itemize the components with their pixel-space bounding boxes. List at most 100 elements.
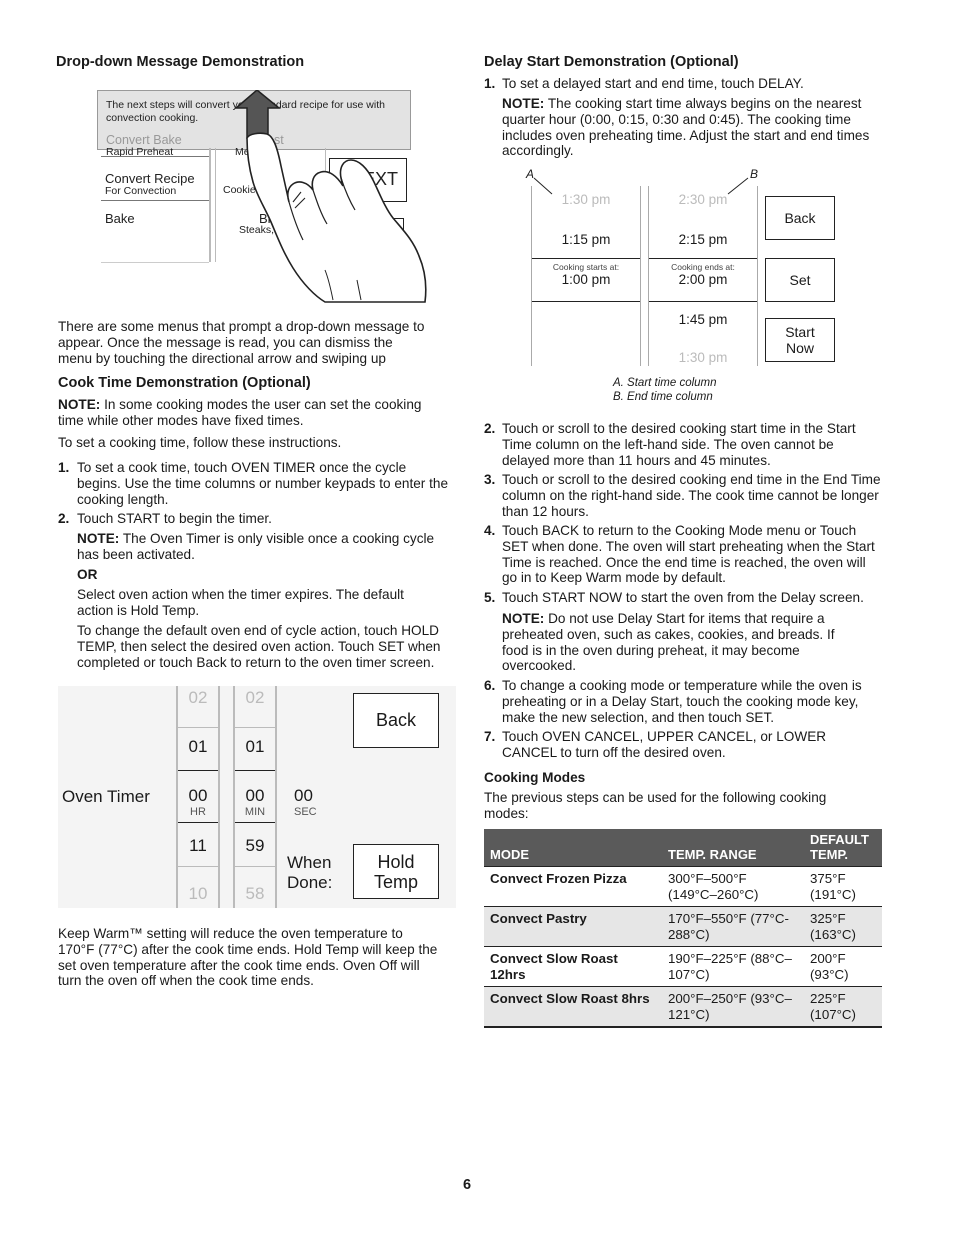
when-done-label: When Done:	[287, 853, 333, 892]
change-action-text: To change the default oven end of cycle …	[77, 623, 441, 670]
table-header: MODE	[484, 829, 662, 867]
start-now-button[interactable]: Start Now	[765, 318, 835, 362]
table-cell-range: 170°F–550°F (77°C-288°C)	[662, 906, 804, 947]
second-unit-label: SEC	[294, 806, 317, 818]
row-divider	[235, 866, 275, 867]
table-cell-mode: Convect Frozen Pizza	[484, 866, 662, 907]
set-button[interactable]: Set	[765, 258, 835, 302]
hold-temp-button[interactable]: Hold Temp	[353, 844, 439, 899]
back-button[interactable]: Back	[765, 196, 835, 240]
cooking-modes-heading: Cooking Modes	[484, 770, 586, 785]
step-number: 1.	[484, 76, 496, 91]
hand-pointer-icon	[233, 90, 427, 303]
end-time-value: 1:30 pm	[678, 350, 728, 365]
end-time-value: 1:45 pm	[678, 312, 728, 327]
step-number: 4.	[484, 523, 496, 538]
cook-time-heading: Cook Time Demonstration (Optional)	[58, 375, 311, 391]
step-1-text: To set a cook time, touch OVEN TIMER onc…	[77, 460, 449, 507]
start-time-value: 1:30 pm	[561, 192, 611, 207]
hold-temp-label-1: Hold	[377, 852, 415, 872]
table-row: Convect Slow Roast 8hrs 200°F–250°F (93°…	[484, 986, 882, 1028]
delay-step-5-note: NOTE: Do not use Delay Start for items t…	[502, 611, 854, 674]
dropdown-heading: Drop-down Message Demonstration	[56, 54, 305, 70]
menu-divider	[101, 200, 209, 201]
start-caption: Cooking starts at:	[552, 262, 620, 272]
end-time-selected: 2:00 pm	[678, 272, 728, 287]
delay-step-3: Touch or scroll to the desired cooking e…	[502, 472, 881, 519]
note-label: NOTE:	[502, 611, 545, 626]
delay-start-heading: Delay Start Demonstration (Optional)	[484, 54, 739, 70]
start-selected-row	[532, 258, 640, 302]
end-time-value: 2:30 pm	[678, 192, 728, 207]
hour-value: 02	[188, 688, 208, 707]
note-text: In some cooking modes the user can set t…	[58, 397, 422, 428]
select-action-text: Select oven action when the timer expire…	[77, 587, 404, 618]
step-number: 6.	[484, 678, 496, 693]
table-row: Convect Frozen Pizza 300°F–500°F (149°C–…	[484, 866, 882, 907]
row-divider	[235, 822, 275, 823]
table-cell-default: 200°F (93°C)	[804, 946, 882, 987]
row-divider	[178, 770, 218, 771]
table-cell-default: 375°F (191°C)	[804, 866, 882, 907]
step-number: 3.	[484, 472, 496, 487]
label-a: A	[526, 167, 535, 181]
note-label: NOTE:	[77, 531, 120, 546]
table-cell-mode: Convect Pastry	[484, 906, 662, 947]
row-divider	[235, 727, 275, 728]
table-cell-mode: Convect Slow Roast 12hrs	[484, 946, 662, 987]
legend-b: B. End time column	[613, 391, 713, 403]
dropdown-paragraph: There are some menus that prompt a drop-…	[58, 319, 425, 366]
note-label: NOTE:	[502, 96, 545, 111]
note-label: NOTE:	[58, 397, 101, 412]
step-2-text: Touch START to begin the timer.	[77, 511, 272, 526]
delay-step-2: Touch or scroll to the desired cooking s…	[502, 421, 856, 468]
delay-step-1-note: NOTE: The cooking start time always begi…	[502, 96, 882, 159]
minute-value: 01	[245, 737, 265, 756]
minute-unit-label: MIN	[244, 806, 266, 818]
start-now-label-2: Now	[785, 340, 814, 356]
step-2-note: NOTE: The Oven Timer is only visible onc…	[77, 531, 455, 563]
hour-value: 11	[189, 836, 207, 855]
row-divider	[235, 770, 275, 771]
end-time-column[interactable]: 2:30 pm 2:15 pm Cooking ends at: 2:00 pm…	[648, 186, 758, 366]
menu-bottom-edge	[101, 262, 209, 263]
menu-bake[interactable]: Bake	[105, 211, 135, 226]
dropdown-demo-figure: The next steps will convert your standar…	[97, 90, 427, 303]
table-header-row: MODE TEMP. RANGE DEFAULT TEMP.	[484, 829, 882, 867]
step-number: 1.	[58, 460, 70, 475]
label-b: B	[750, 167, 759, 181]
cooking-modes-table: MODE TEMP. RANGE DEFAULT TEMP. Convect F…	[484, 829, 882, 1028]
or-text: OR	[77, 567, 98, 582]
callout-lines	[533, 177, 749, 195]
table-cell-range: 200°F–250°F (93°C–121°C)	[662, 986, 804, 1028]
legend-a: A. Start time column	[613, 377, 717, 389]
table-header: DEFAULT TEMP.	[804, 829, 882, 867]
back-button-label: Back	[375, 710, 417, 730]
table-cell-default: 325°F (163°C)	[804, 906, 882, 947]
menu-convert-recipe[interactable]: Convert Recipe	[105, 171, 195, 186]
hour-value: 10	[188, 884, 208, 903]
hold-temp-label-2: Temp	[373, 872, 418, 892]
minute-value: 59	[245, 836, 265, 855]
table-header: TEMP. RANGE	[662, 829, 804, 867]
minute-value: 58	[245, 884, 265, 903]
minute-column[interactable]: 02 01 00 MIN 59 58	[233, 686, 277, 908]
table-row: Convect Slow Roast 12hrs 190°F–225°F (88…	[484, 946, 882, 987]
step-number: 5.	[484, 590, 496, 605]
step-number: 2.	[58, 511, 70, 526]
oven-timer-figure: Oven Timer 02 01 00 HR 11 10 02 01 00 MI…	[58, 686, 456, 908]
menu-for-convection: For Convection	[105, 185, 177, 197]
table-cell-mode: Convect Slow Roast 8hrs	[484, 986, 662, 1028]
start-now-label-1: Start	[785, 324, 815, 340]
menu-divider	[101, 156, 209, 157]
delay-step-6: To change a cooking mode or temperature …	[502, 678, 862, 725]
back-button[interactable]: Back	[353, 693, 439, 748]
hour-column[interactable]: 02 01 00 HR 11 10	[176, 686, 220, 908]
menu-rapid-preheat: Rapid Preheat	[106, 146, 174, 158]
cooking-modes-intro: The previous steps can be used for the f…	[484, 790, 827, 821]
menu-cookies: Cookies,	[223, 184, 264, 196]
start-time-selected: 1:00 pm	[561, 272, 611, 287]
menu-column-divider	[209, 148, 211, 262]
row-divider	[178, 727, 218, 728]
start-time-column[interactable]: 1:30 pm 1:15 pm Cooking starts at: 1:00 …	[531, 186, 641, 366]
